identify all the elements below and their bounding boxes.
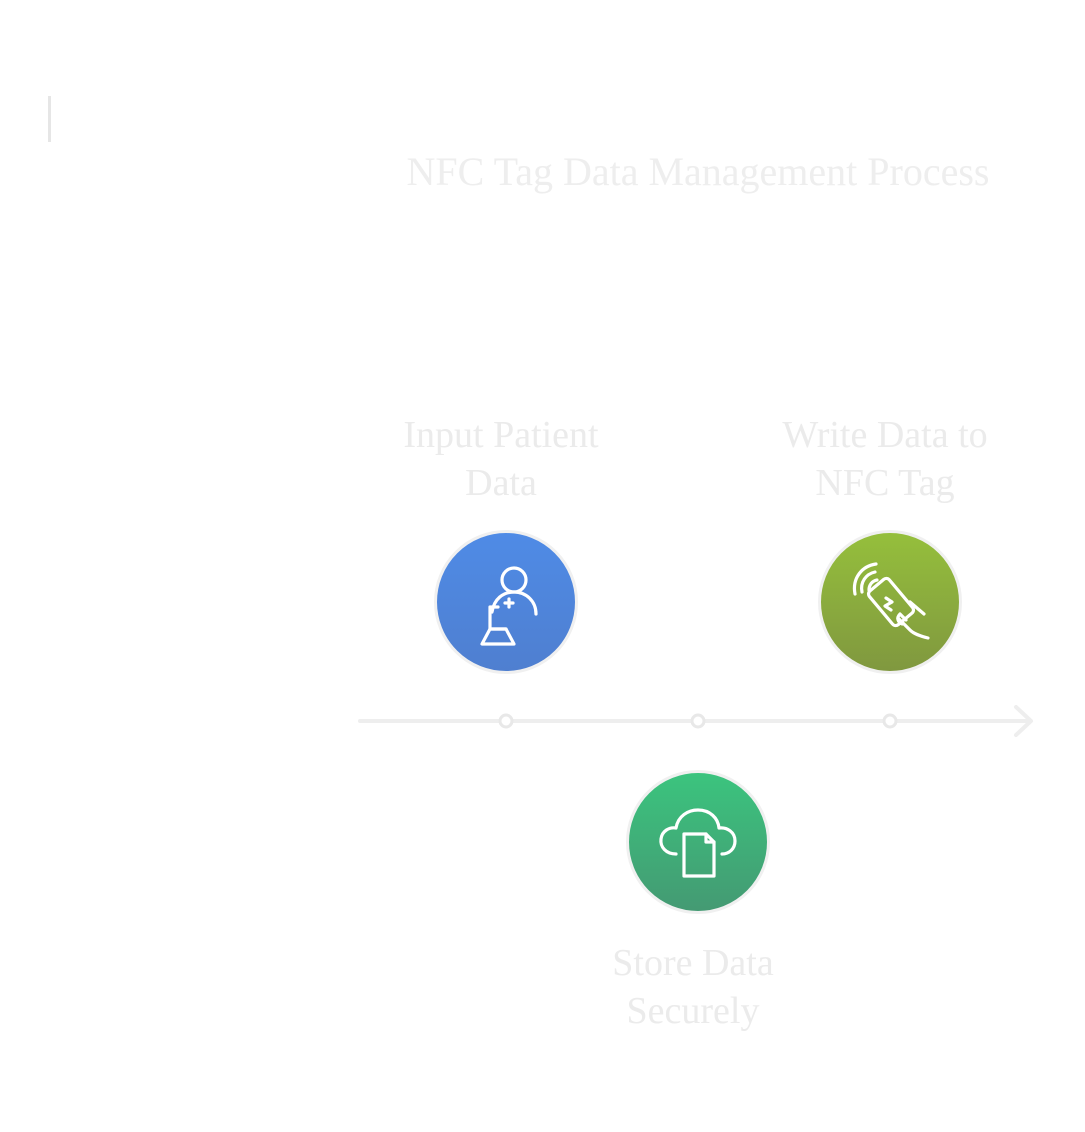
nfc-card-tap-icon <box>852 562 930 640</box>
text-cursor <box>48 96 51 142</box>
timeline-node-3 <box>882 713 898 729</box>
diagram-title: NFC Tag Data Management Process <box>406 149 990 194</box>
patient-laptop-icon <box>480 566 538 646</box>
arrow-head-icon <box>1014 705 1033 737</box>
step-1-node <box>434 530 578 674</box>
timeline-node-1 <box>498 713 514 729</box>
step-2-node <box>626 770 770 914</box>
cloud-document-icon <box>659 808 737 878</box>
step-3-node <box>818 530 962 674</box>
timeline-node-2 <box>690 713 706 729</box>
